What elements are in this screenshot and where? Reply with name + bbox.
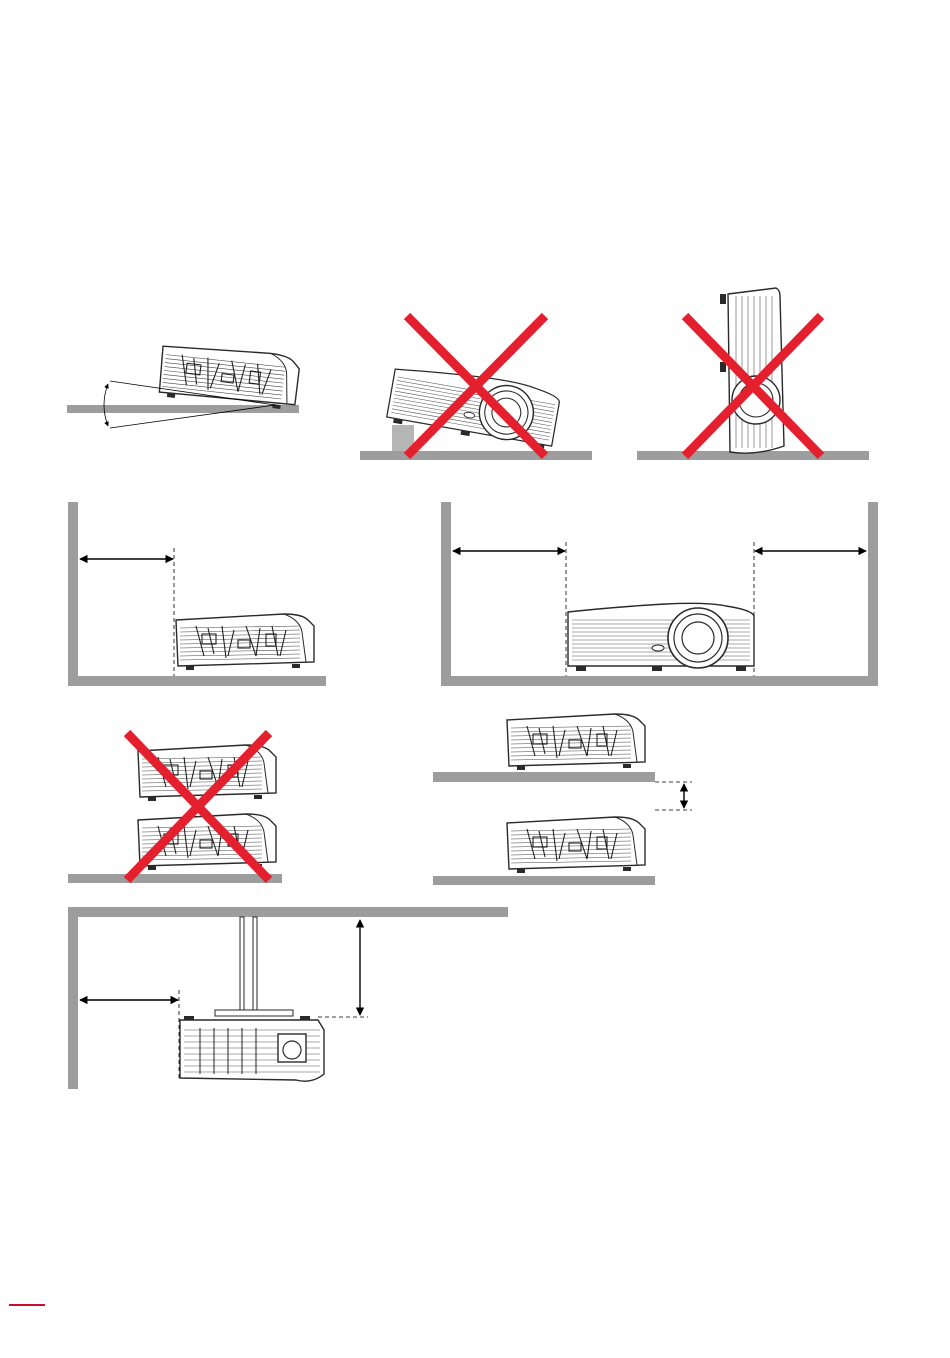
figure-vertical-forbidden xyxy=(637,288,869,460)
figure-tilt-allowed xyxy=(67,340,301,428)
page-accent-mark xyxy=(9,1304,45,1306)
floor-surface xyxy=(441,676,878,686)
projector-inverted xyxy=(180,1016,324,1081)
projector-front-view xyxy=(568,603,754,671)
projector-upper xyxy=(507,714,645,770)
mount-pole xyxy=(253,917,257,1011)
figure-side-wall-clearance xyxy=(68,502,326,686)
wall xyxy=(68,907,78,1089)
floor-surface xyxy=(360,451,592,460)
projector-side-view xyxy=(176,614,314,670)
projector-standing-vertical xyxy=(720,288,784,453)
figure-both-side-clearance xyxy=(441,502,878,686)
shelf-lower xyxy=(433,876,655,885)
mount-plate xyxy=(215,1010,293,1016)
wall-right xyxy=(868,502,878,686)
mount-pole xyxy=(240,917,244,1011)
figure-stacked-forbidden xyxy=(68,733,282,883)
shelf-upper xyxy=(433,772,655,782)
projector-lower xyxy=(507,817,645,873)
figure-ceiling-mount xyxy=(68,907,508,1089)
figure-stacked-shelves-allowed xyxy=(433,714,692,885)
ceiling xyxy=(68,907,508,917)
wall-left xyxy=(441,502,451,686)
floor-surface xyxy=(68,676,326,686)
floor-surface xyxy=(68,874,282,883)
figure-front-raised-forbidden xyxy=(360,316,592,460)
wall xyxy=(68,502,78,686)
projector-side-view xyxy=(157,340,301,412)
